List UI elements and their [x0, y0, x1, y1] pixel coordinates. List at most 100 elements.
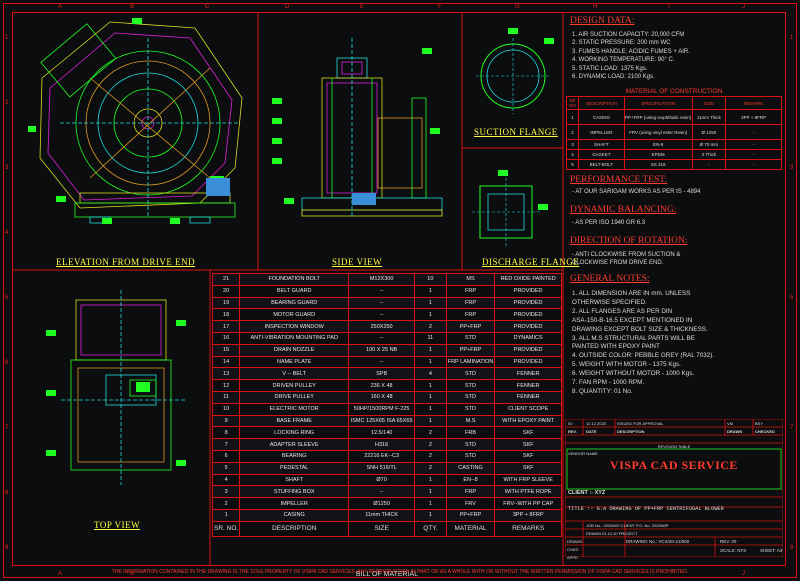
grid-letter: J [742, 571, 745, 577]
general-note-line: 8. QUANTITY: 01 No. [572, 387, 633, 395]
bom-cell: 1 [414, 497, 447, 510]
bom-header-cell: REMARKS [494, 520, 562, 537]
bom-cell: 1 [414, 414, 447, 428]
bom-cell: FOUNDATION BOLT [239, 273, 350, 286]
bom-cell: MS [445, 273, 496, 286]
bom-cell: EN--8 [445, 473, 496, 487]
grid-number: 9 [5, 545, 9, 551]
grid-letter: B [130, 571, 135, 577]
general-note-line: 7. FAN RPM - 1000 RPM. [572, 379, 645, 386]
bom-cell: DRIVEN PULLEY [239, 379, 350, 392]
grid-letter: D [285, 4, 290, 10]
general-note-line: OTHERWISE SPECIFIED. [572, 298, 647, 306]
performance-text: - AT OUR SARIGAM WORKS AS PER IS - 4894 [572, 189, 701, 195]
bom-cell: ELECTRIC MOTOR [239, 402, 350, 416]
bom-cell: PP+FRP [445, 320, 496, 333]
bom-cell: 3PP + 8FRP [494, 508, 562, 522]
bom-cell: FENNER [494, 367, 562, 381]
bom-cell: PEDESTAL [239, 461, 350, 475]
grid-number: 5 [5, 295, 9, 301]
bom-cell: 1 [414, 355, 447, 369]
sign-row: APPD [567, 555, 578, 560]
material-header-cell: SPECIFICATION [623, 96, 693, 110]
bom-cell: STD [445, 390, 496, 404]
discharge-flange-drawing [472, 170, 548, 246]
bom-cell: 1 [414, 296, 447, 310]
bom-cell: SKF [494, 438, 562, 451]
elevation-drawing [28, 18, 243, 224]
material-cell: Ø 70 mm [691, 139, 727, 150]
bom-cell: 1 [414, 379, 447, 392]
design-data-item: 4. WORKING TEMPERATURE: 90° C. [572, 57, 675, 64]
revision-cell: ISSUED FOR APPROVAL [617, 421, 664, 426]
dynamic-title: DYNAMIC BALANCING: [570, 205, 677, 215]
material-header-cell: DESCRIPTION [577, 96, 625, 110]
bom-cell: SHAFT [239, 473, 350, 487]
side-view-title: SIDE VIEW [332, 257, 383, 267]
bom-cell: Ø70 [348, 473, 416, 487]
dynamic-text: - AS PER ISO 1940 GR 6.3 [572, 220, 646, 226]
bom-cell: 2 [211, 497, 241, 510]
grid-number: 4 [5, 230, 9, 236]
suction-flange-drawing [476, 28, 554, 114]
drawing-title: TITLE :- G.A DRAWING OF PP+FRP CENTRIFUG… [568, 506, 724, 512]
grid-letter: C [205, 4, 210, 10]
bom-cell: 160 X 48 [348, 390, 416, 404]
bom-cell: NAME PLATE [239, 355, 350, 369]
bom-cell: SPB [348, 367, 416, 381]
outer-border [3, 3, 797, 578]
bom-header-cell: DESCRIPTION [239, 520, 350, 537]
grid-letter: A [58, 571, 63, 577]
grid-letter: A [58, 4, 63, 10]
grid-number: 8 [5, 490, 9, 496]
bom-cell: 236 X 48 [348, 379, 416, 392]
grid-number: 6 [5, 360, 9, 366]
suction-flange-title: SUCTION FLANGE [474, 127, 558, 137]
bom-cell: WITH FRP SLEEVE [494, 473, 562, 487]
bom-cell: FRP [445, 296, 496, 310]
sign-row: CHKD [567, 547, 579, 552]
rotation-line: - ANTI CLOCKWISE FROM SUCTION & [572, 252, 681, 258]
material-cell: CASING [577, 109, 625, 125]
bom-cell: SKF [494, 426, 562, 440]
revision-header-cell: CHECKED [755, 429, 775, 434]
bom-cell: WITH EPOXY PAINT [494, 414, 562, 428]
bom-cell: STD [445, 438, 496, 451]
material-cell: SS 316 [623, 159, 693, 170]
bom-cell: -- [348, 296, 416, 310]
material-cell: 2 [566, 124, 579, 140]
bom-cell: 12.5/140 [348, 426, 416, 440]
grid-letter: I [668, 4, 670, 10]
bom-cell: 14 [211, 355, 241, 369]
bom-cell: 2 [414, 461, 447, 475]
sign-rows: DRAWN CHKD APPD [567, 538, 582, 562]
material-cell: 3 [566, 139, 579, 150]
grid-number: 7 [5, 425, 9, 431]
bom-cell: PROVIDED [494, 355, 562, 369]
bom-cell: FRV [445, 497, 496, 510]
bom-cell: -- [348, 485, 416, 499]
grid-number: 5 [790, 295, 794, 301]
material-cell: Ø 1250 [691, 124, 727, 140]
bom-cell: FRV--WITH PP CAP [494, 497, 562, 510]
bom-cell: 1 [414, 343, 447, 357]
bom-cell: CASING [239, 508, 350, 522]
bom-cell: V -- BELT [239, 367, 350, 381]
design-data-item: 3. FUMES HANDLE: ACIDIC FUMES + AIR. [572, 48, 690, 55]
bom-header-cell: SR. NO. [211, 520, 241, 537]
general-note-line: PAINTED WITH EPOXY PAINT [572, 343, 660, 351]
bom-cell: BELT GUARD [239, 284, 350, 298]
bom-cell: FRP [445, 485, 496, 499]
